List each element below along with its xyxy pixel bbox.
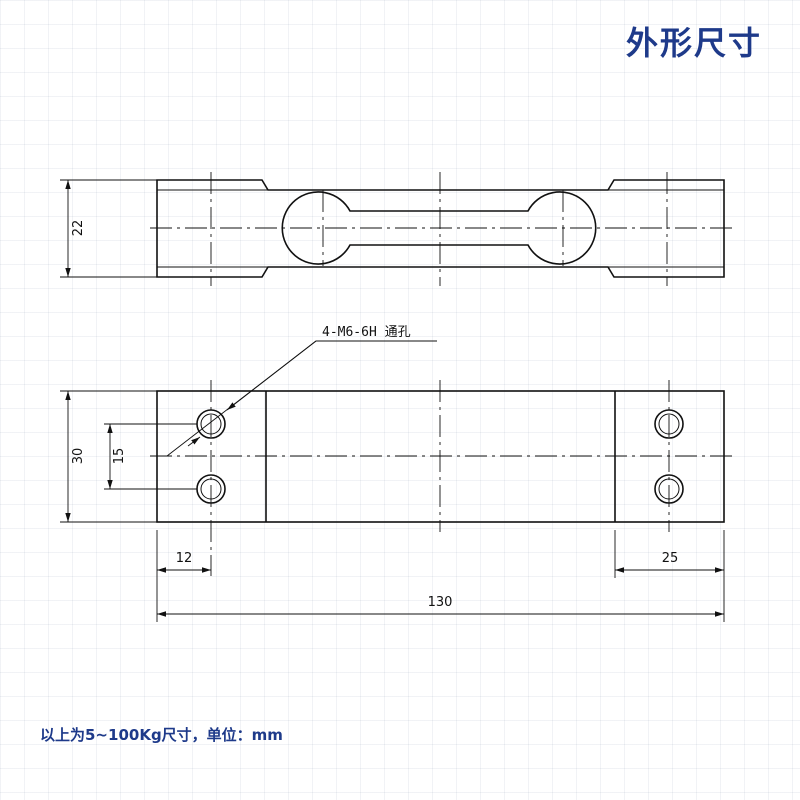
footnote: 以上为5~100Kg尺寸，单位：mm bbox=[40, 726, 283, 744]
side-view-outline bbox=[156, 179, 725, 278]
dim-width-label: 30 bbox=[71, 448, 86, 465]
top-view-outline bbox=[156, 390, 725, 523]
dim-height-label: 22 bbox=[71, 220, 86, 237]
dim-total-length-label: 130 bbox=[428, 595, 453, 610]
hole-callout-label: 4-M6-6H 通孔 bbox=[322, 325, 411, 340]
side-view: 22 bbox=[60, 172, 732, 286]
page-title: 外形尺寸 bbox=[625, 24, 762, 62]
dim-hole-spacing-label: 15 bbox=[112, 448, 127, 465]
dim-hole-edge-offset-label: 12 bbox=[176, 551, 193, 566]
hole-callout-leader-arrow bbox=[187, 436, 201, 447]
hole-callout-leader-extension bbox=[166, 340, 317, 457]
hole-callout-leader bbox=[226, 340, 437, 411]
dim-end-block-label: 25 bbox=[662, 551, 679, 566]
top-view: 30 15 4-M6-6H 通孔 12 25 130 bbox=[60, 325, 732, 622]
side-view-bore-profile bbox=[281, 191, 597, 265]
